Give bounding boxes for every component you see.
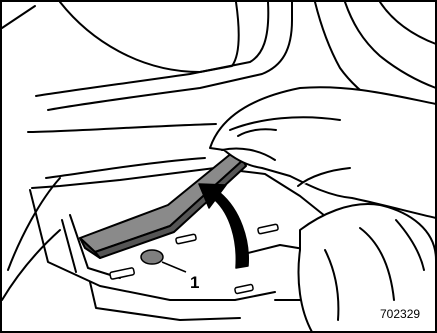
release-button (141, 250, 163, 264)
figure-id: 702329 (380, 307, 420, 321)
callout-label-1: 1 (190, 273, 199, 292)
